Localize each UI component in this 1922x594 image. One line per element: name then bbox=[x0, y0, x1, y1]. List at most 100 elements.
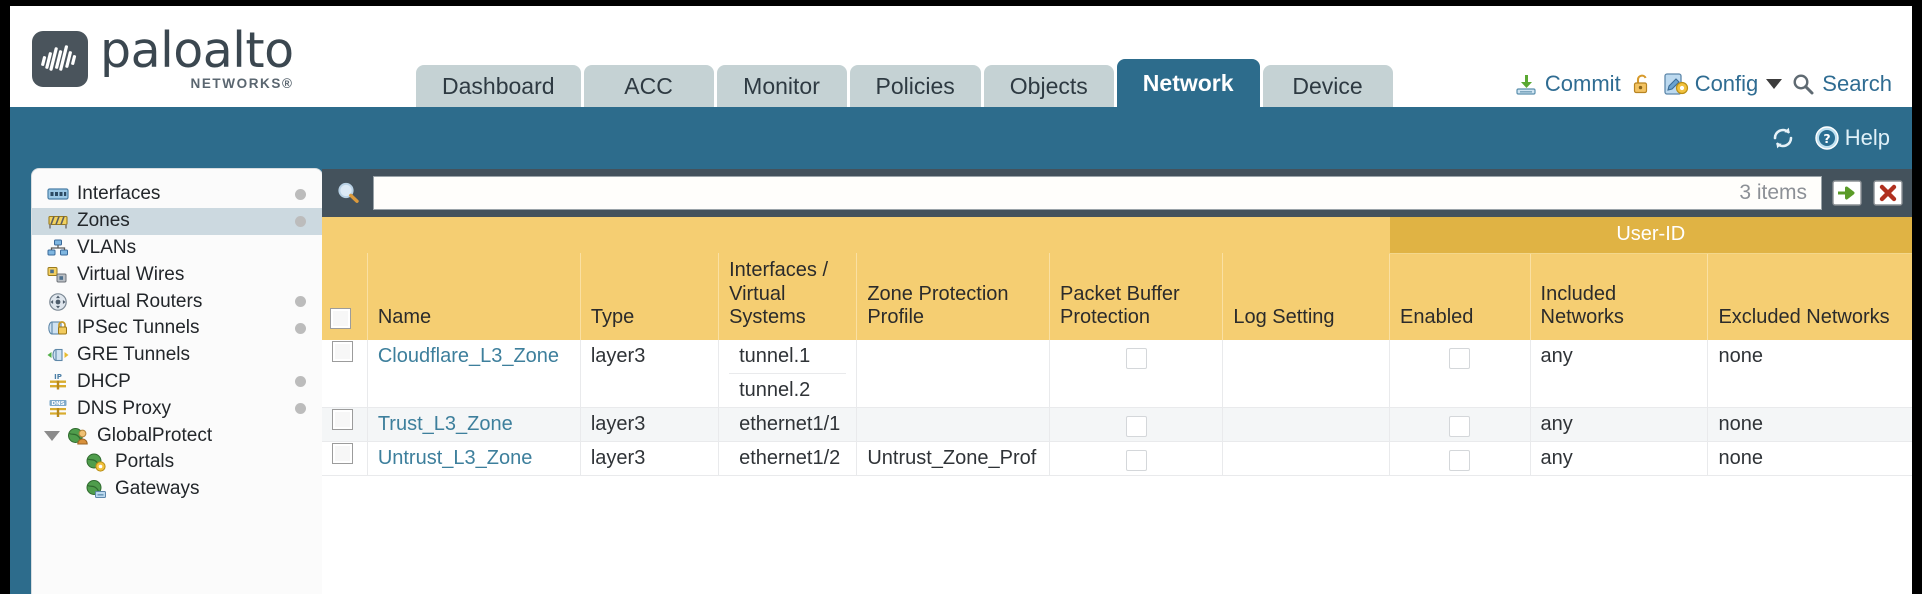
zone-name-link[interactable]: Untrust_L3_Zone bbox=[377, 446, 533, 469]
row-select-cell bbox=[322, 407, 368, 442]
col-header-zone-protection-profile[interactable]: Zone Protection Profile bbox=[856, 253, 1050, 340]
row-select-cell bbox=[322, 339, 368, 408]
col-header-userid-enabled[interactable]: Enabled bbox=[1389, 253, 1531, 340]
select-all-checkbox[interactable] bbox=[330, 307, 351, 329]
sidebar-item-virtual-routers[interactable]: Virtual Routers bbox=[32, 288, 322, 315]
table-row[interactable]: Untrust_L3_Zone layer3 ethernet1/2 bbox=[322, 441, 1912, 476]
col-header-type[interactable]: Type bbox=[580, 253, 720, 340]
sidebar-item-portals[interactable]: Portals bbox=[32, 449, 322, 476]
dhcp-icon: IP bbox=[46, 372, 70, 392]
sidebar-item-label: DHCP bbox=[77, 370, 131, 392]
sidebar-item-label: Gateways bbox=[115, 478, 200, 500]
expander-triangle-icon[interactable] bbox=[44, 430, 60, 441]
sidebar-item-vlans[interactable]: VLANs bbox=[32, 235, 322, 262]
log-setting-value bbox=[1233, 442, 1379, 452]
tab-monitor[interactable]: Monitor bbox=[716, 65, 847, 107]
sidebar-item-dns-proxy[interactable]: DNS DNS Proxy bbox=[32, 395, 322, 422]
cell-name: Untrust_L3_Zone bbox=[367, 441, 581, 476]
table-group-header-row: User-ID bbox=[322, 217, 1912, 254]
col-header-log-setting[interactable]: Log Setting bbox=[1222, 253, 1391, 340]
zone-type-value: layer3 bbox=[590, 412, 646, 435]
select-all-header bbox=[322, 253, 368, 340]
tab-dashboard[interactable]: Dashboard bbox=[416, 65, 581, 107]
cell-type: layer3 bbox=[580, 339, 720, 408]
sidebar-item-interfaces[interactable]: Interfaces bbox=[32, 181, 322, 208]
search-input[interactable]: 3 items bbox=[373, 176, 1822, 210]
config-menu[interactable]: Config bbox=[1663, 71, 1783, 97]
table-header-row: Name Type Interfaces / Virtual Systems Z… bbox=[322, 253, 1912, 340]
sidebar-item-ipsec-tunnels[interactable]: IPSec Tunnels bbox=[32, 315, 322, 342]
cell-included-networks: any bbox=[1530, 441, 1709, 476]
sidebar-item-gateways[interactable]: Gateways bbox=[32, 476, 322, 503]
cell-included-networks: any bbox=[1530, 407, 1709, 442]
col-header-name[interactable]: Name bbox=[367, 253, 581, 340]
zone-name-link[interactable]: Trust_L3_Zone bbox=[377, 412, 513, 435]
cell-zone-protection-profile: Untrust_Zone_Prof bbox=[856, 441, 1050, 476]
clear-filter-button[interactable] bbox=[1872, 177, 1904, 209]
userid-enabled-checkbox[interactable] bbox=[1449, 348, 1471, 370]
apply-filter-button[interactable] bbox=[1831, 177, 1863, 209]
packet-buffer-checkbox[interactable] bbox=[1125, 348, 1147, 370]
virtual-routers-icon bbox=[46, 292, 70, 312]
main-nav-tabs: Dashboard ACC Monitor Policies Objects N… bbox=[416, 59, 1393, 107]
cell-log-setting bbox=[1222, 407, 1391, 442]
cell-userid-enabled bbox=[1389, 407, 1531, 442]
packet-buffer-checkbox[interactable] bbox=[1125, 416, 1147, 438]
status-dot bbox=[295, 188, 306, 200]
commit-button[interactable]: Commit bbox=[1513, 71, 1621, 97]
tab-network[interactable]: Network bbox=[1116, 59, 1260, 107]
packet-buffer-checkbox[interactable] bbox=[1125, 450, 1147, 472]
sidebar-item-label: VLANs bbox=[77, 236, 137, 258]
cell-packet-buffer-protection bbox=[1049, 339, 1224, 408]
table-row[interactable]: Cloudflare_L3_Zone layer3 tunnel.1 tunne… bbox=[322, 339, 1912, 408]
col-header-packet-buffer-protection[interactable]: Packet Buffer Protection bbox=[1049, 253, 1224, 340]
table-row[interactable]: Trust_L3_Zone layer3 ethernet1/1 bbox=[322, 407, 1912, 442]
sidebar-item-gre-tunnels[interactable]: GRE Tunnels bbox=[32, 342, 322, 369]
vlans-icon bbox=[46, 238, 70, 258]
unlocked-padlock-icon[interactable] bbox=[1629, 71, 1655, 97]
filter-search-icon[interactable] bbox=[332, 177, 364, 209]
tab-policies[interactable]: Policies bbox=[849, 65, 981, 107]
col-header-included-networks[interactable]: Included Networks bbox=[1530, 253, 1709, 340]
row-checkbox[interactable] bbox=[332, 443, 353, 465]
cell-name: Cloudflare_L3_Zone bbox=[367, 339, 581, 408]
sidebar-item-zones[interactable]: Zones bbox=[32, 207, 322, 235]
group-header-spacer bbox=[322, 217, 1390, 254]
userid-enabled-checkbox[interactable] bbox=[1449, 416, 1471, 438]
search-button[interactable]: Search bbox=[1790, 71, 1892, 97]
userid-enabled-checkbox[interactable] bbox=[1449, 450, 1471, 472]
tab-device[interactable]: Device bbox=[1262, 65, 1393, 107]
gateways-icon bbox=[84, 479, 108, 499]
help-button[interactable]: ? Help bbox=[1814, 125, 1890, 151]
tab-acc[interactable]: ACC bbox=[583, 65, 714, 107]
cell-log-setting bbox=[1222, 339, 1391, 408]
row-checkbox[interactable] bbox=[332, 341, 353, 363]
zone-type-value: layer3 bbox=[590, 344, 646, 367]
cell-userid-enabled bbox=[1389, 339, 1531, 408]
sidebar-item-dhcp[interactable]: IP DHCP bbox=[32, 369, 322, 396]
sidebar-item-label: IPSec Tunnels bbox=[77, 317, 200, 339]
commit-label: Commit bbox=[1544, 71, 1621, 96]
col-header-interfaces[interactable]: Interfaces / Virtual Systems bbox=[718, 253, 858, 340]
refresh-icon[interactable] bbox=[1770, 125, 1796, 151]
brand-text: paloalto NETWORKS® bbox=[100, 26, 294, 93]
col-header-excluded-networks[interactable]: Excluded Networks bbox=[1707, 253, 1912, 340]
paloalto-logo-icon bbox=[32, 31, 88, 88]
sidebar-item-globalprotect[interactable]: GlobalProtect bbox=[32, 422, 322, 449]
portals-icon bbox=[84, 452, 108, 472]
tab-objects[interactable]: Objects bbox=[983, 65, 1114, 107]
svg-text:?: ? bbox=[1823, 131, 1830, 146]
cell-excluded-networks: none bbox=[1707, 339, 1912, 408]
sidebar-item-virtual-wires[interactable]: Virtual Wires bbox=[32, 261, 322, 288]
row-checkbox[interactable] bbox=[332, 409, 353, 431]
cell-excluded-networks: none bbox=[1707, 441, 1912, 476]
status-dot bbox=[295, 403, 306, 415]
cell-userid-enabled bbox=[1389, 441, 1531, 476]
sidebar-item-label: Virtual Routers bbox=[77, 290, 203, 312]
log-setting-value bbox=[1233, 408, 1379, 418]
included-networks-value: any bbox=[1540, 446, 1573, 469]
zone-name-link[interactable]: Cloudflare_L3_Zone bbox=[377, 344, 560, 367]
sidebar-item-label: GlobalProtect bbox=[97, 424, 213, 446]
interface-item: ethernet1/2 bbox=[739, 446, 841, 469]
